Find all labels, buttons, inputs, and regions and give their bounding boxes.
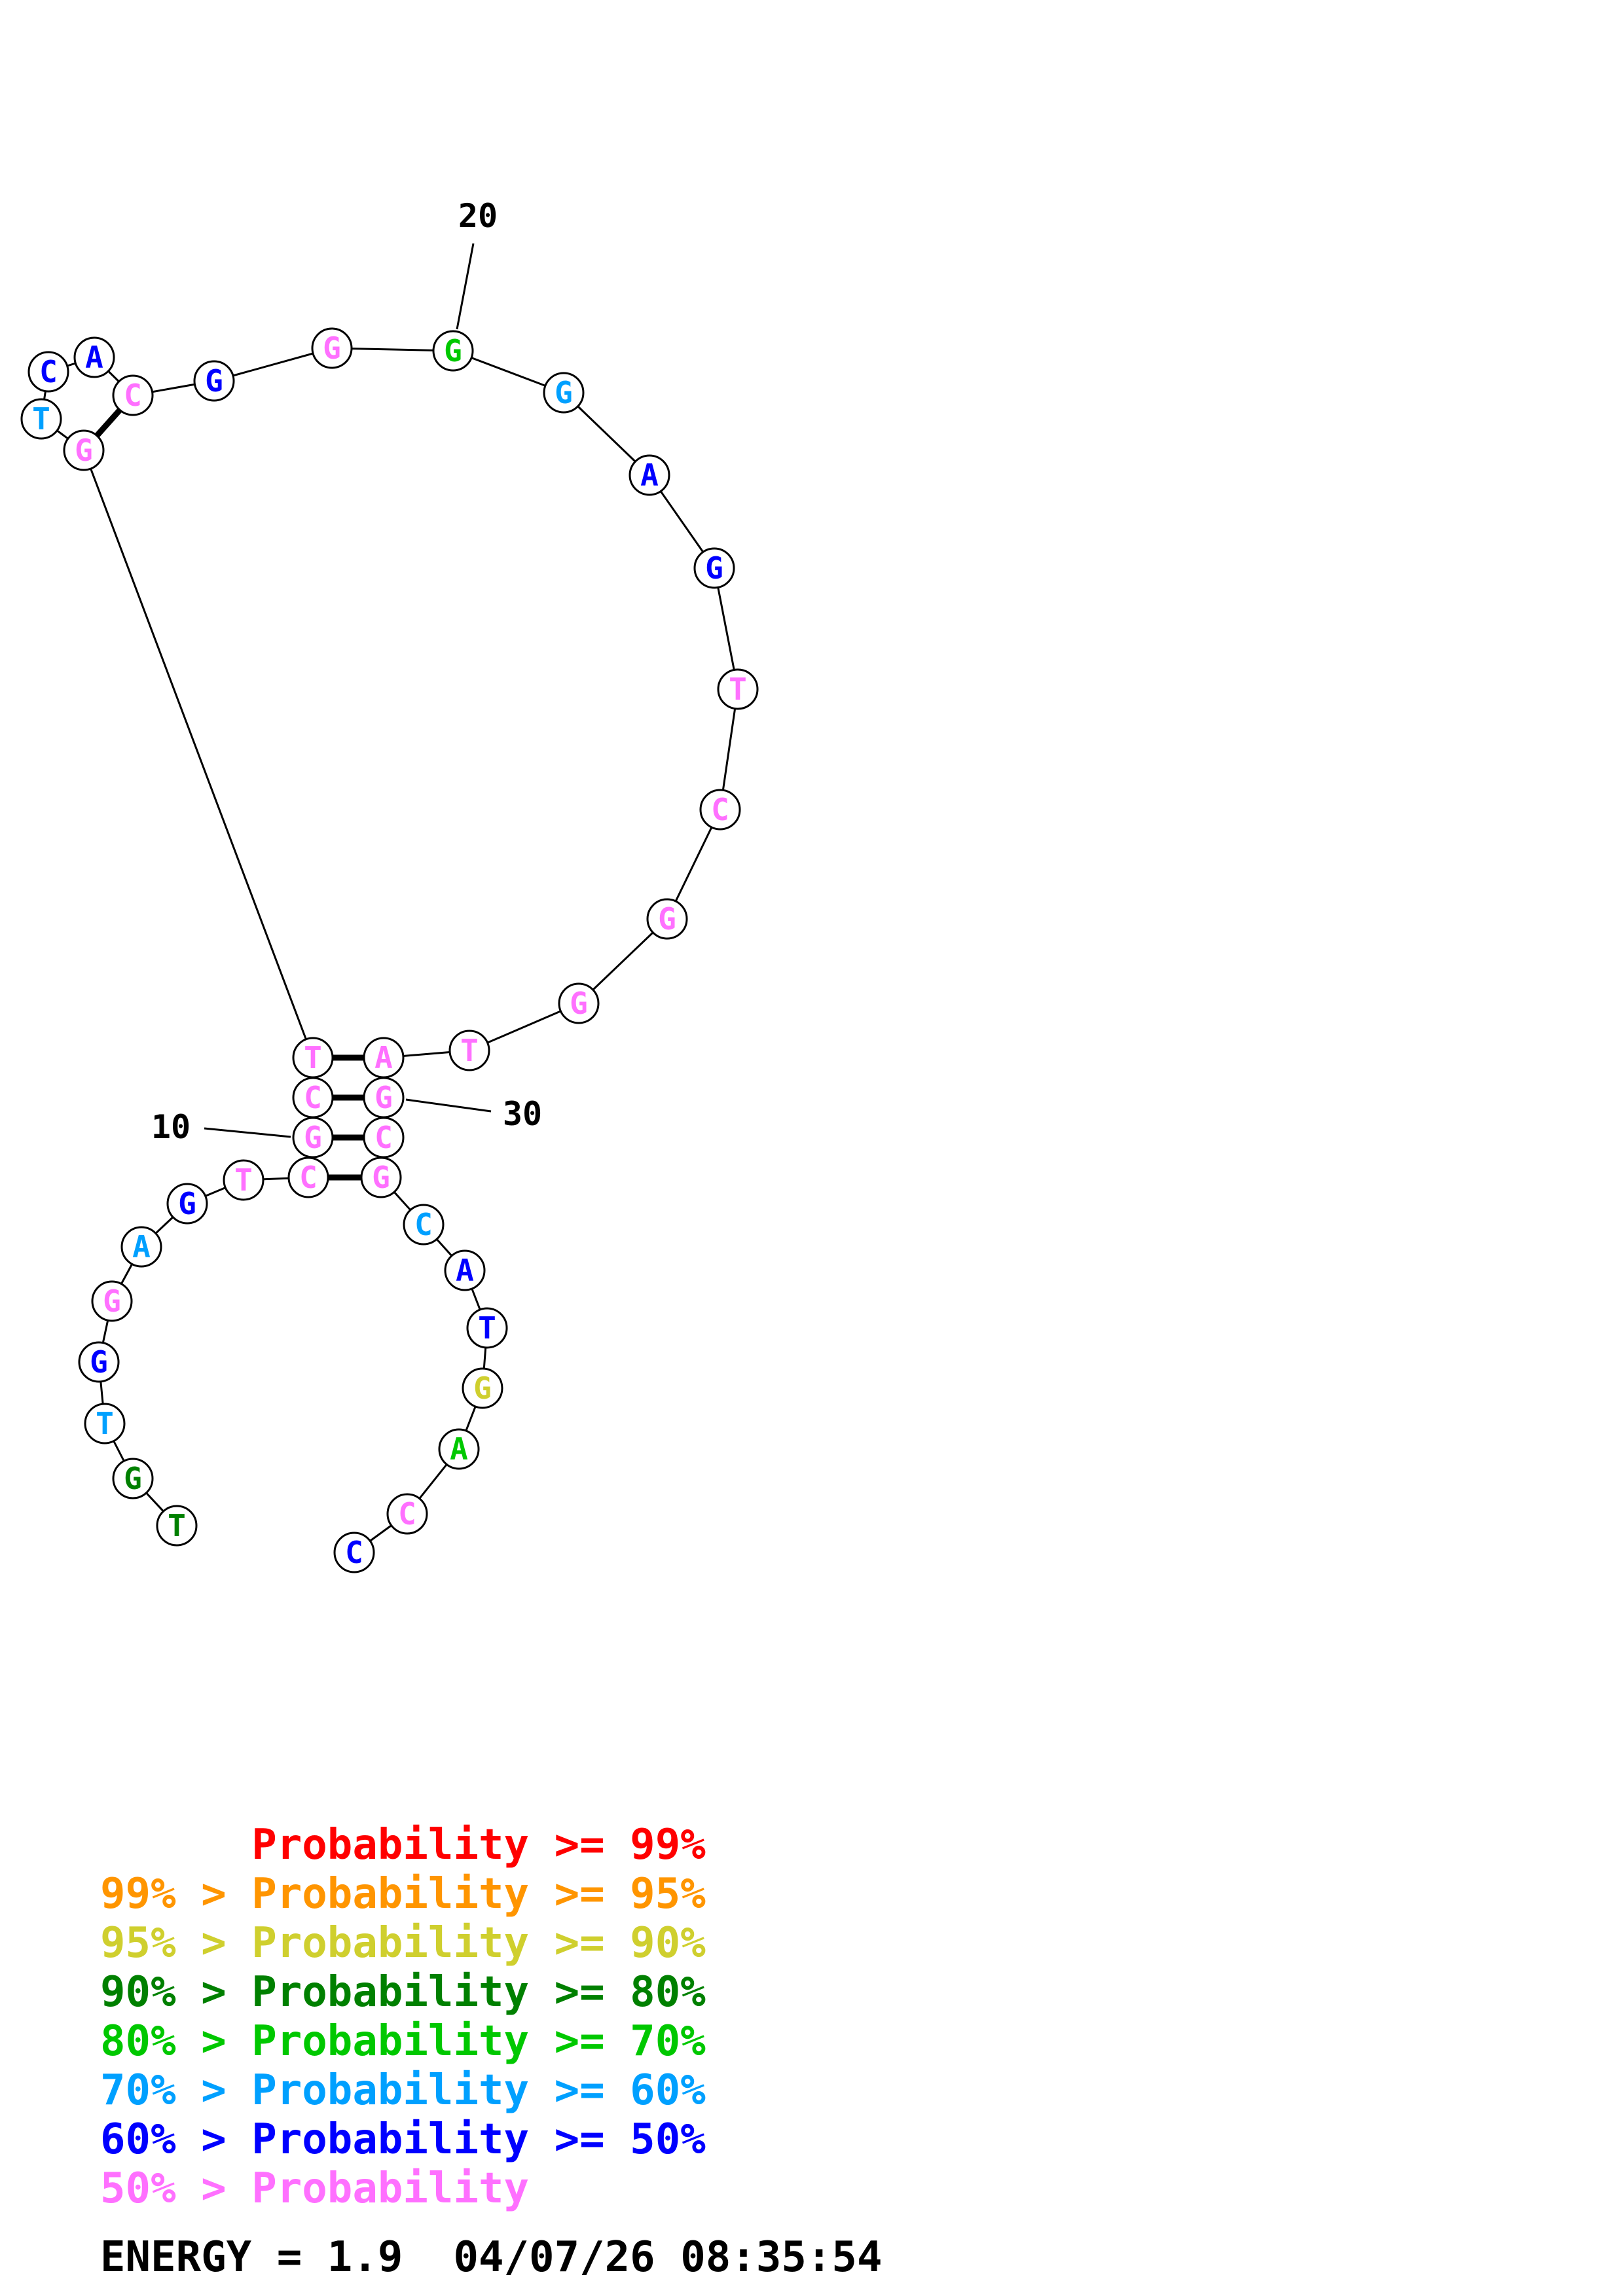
nucleotide-letter: G [372, 1160, 390, 1195]
nucleotide-circle [646, 898, 688, 940]
nucleotide-circle [63, 429, 105, 471]
nucleotide-circle [223, 1159, 264, 1201]
nucleotide-letter: G [473, 1371, 492, 1406]
nucleotide-circle [193, 360, 235, 402]
nucleotide-circle [156, 1505, 198, 1547]
nucleotide-circle [717, 668, 759, 710]
nucleotide-circle [543, 372, 585, 414]
nucleotide-letter: C [304, 1080, 322, 1115]
nucleotide-circle [287, 1157, 329, 1198]
nucleotide-circle [462, 1367, 503, 1409]
nucleotide-circle [20, 398, 62, 440]
nucleotide-circle [629, 454, 670, 496]
legend-item: 50% > Probability [100, 2164, 530, 2213]
legend-item: 90% > Probability >= 80% [100, 1968, 706, 2017]
legend-item: 95% > Probability >= 90% [100, 1919, 706, 1967]
nucleotide-letter: T [32, 401, 50, 437]
nucleotide-circle [558, 982, 600, 1024]
nucleotide-letter: T [478, 1310, 496, 1346]
nucleotide-letter: C [374, 1120, 393, 1155]
nucleotide-letter: G [374, 1080, 393, 1115]
legend-item: 80% > Probability >= 70% [100, 2017, 706, 2066]
energy-line: ENERGY = 1.9 04/07/26 08:35:54 [100, 2233, 883, 2282]
position-label: 20 [458, 197, 498, 235]
label-leader-line [456, 243, 475, 330]
nucleotide-letter: A [450, 1431, 468, 1467]
legend: Probability >= 99%99% > Probability >= 9… [100, 1821, 706, 2214]
nucleotide-circle [112, 374, 154, 416]
nucleotide-letter: T [729, 672, 747, 707]
nucleotide-letter: A [132, 1229, 151, 1265]
nucleotide-circle [444, 1249, 486, 1291]
nucleotide-circle [386, 1493, 428, 1535]
nucleotide-letter: C [414, 1207, 433, 1242]
nucleotide-circle [166, 1183, 208, 1225]
legend-item: 99% > Probability >= 95% [100, 1870, 706, 1918]
nucleotide-circle [333, 1532, 375, 1573]
nucleotide-letter: T [168, 1508, 186, 1543]
nucleotide-letter: T [460, 1033, 479, 1068]
nucleotide-letter: A [640, 457, 659, 493]
legend-item: 60% > Probability >= 50% [100, 2115, 706, 2164]
nucleotide-circle [112, 1458, 154, 1499]
nucleotide-letter: G [178, 1186, 196, 1221]
nucleotide-letter: G [658, 901, 676, 937]
nucleotide-letter: G [555, 375, 573, 410]
nucleotide-letter: C [711, 792, 729, 827]
nucleotide-circle [432, 330, 474, 372]
position-label: 10 [151, 1108, 191, 1146]
nucleotide-letter: G [705, 550, 723, 586]
nucleotide-circle [693, 547, 735, 589]
nucleotide-letter: C [124, 378, 142, 413]
nucleotide-circle [84, 1403, 126, 1444]
nucleotide-letter: G [304, 1120, 322, 1155]
nucleotide-circle [466, 1307, 508, 1349]
nucleotide-circle [448, 1030, 490, 1071]
nucleotide-letter: A [456, 1253, 474, 1288]
nucleotide-circle [403, 1204, 445, 1246]
nucleotide-letter: G [75, 433, 93, 468]
nucleotide-letter: G [323, 331, 341, 366]
nucleotide-letter: T [234, 1162, 253, 1198]
nucleotide-circle [311, 327, 353, 369]
label-leader-line [405, 1098, 492, 1113]
nucleotide-circle [438, 1428, 480, 1470]
nucleotide-circle [73, 336, 115, 378]
nucleotide-letter: G [205, 363, 223, 399]
label-leader-line [204, 1127, 291, 1138]
nucleotide-letter: C [398, 1496, 416, 1532]
legend-item: Probability >= 99% [100, 1821, 706, 1869]
position-label: 30 [503, 1095, 542, 1133]
nucleotide-letter: C [39, 354, 58, 389]
nucleotide-letter: G [103, 1283, 121, 1319]
nucleotide-circle [292, 1037, 334, 1079]
nucleotide-letter: G [90, 1344, 108, 1380]
legend-item: 70% > Probability >= 60% [100, 2066, 706, 2115]
nucleotide-letter: T [96, 1406, 114, 1441]
backbone-line [82, 450, 314, 1058]
nucleotide-circle [699, 789, 741, 831]
nucleotide-circle [360, 1157, 402, 1198]
nucleotide-circle [78, 1341, 120, 1383]
nucleotide-letter: C [299, 1160, 318, 1195]
nucleotide-letter: G [124, 1461, 142, 1496]
nucleotide-letter: G [444, 333, 462, 368]
nucleotide-letter: A [374, 1040, 393, 1075]
nucleotide-circle [120, 1226, 162, 1268]
nucleotide-circle [91, 1280, 133, 1322]
nucleotide-letter: A [85, 340, 103, 375]
nucleotide-letter: G [570, 986, 588, 1021]
nucleotide-letter: C [345, 1535, 363, 1570]
nucleotide-circle [27, 351, 69, 393]
nucleotide-letter: T [304, 1040, 322, 1075]
